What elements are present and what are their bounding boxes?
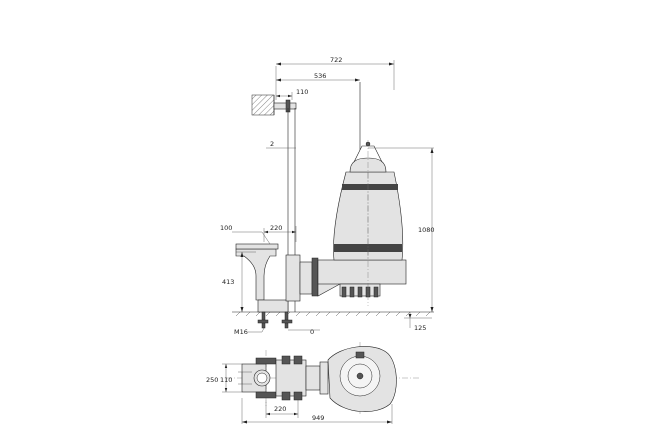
side-elevation-view (232, 82, 434, 329)
wall-hatch (251, 94, 275, 116)
dim-2: 2 (270, 140, 274, 148)
dim-220-side: 220 (270, 224, 282, 232)
plan-dimensions (222, 363, 393, 424)
dim-100: 100 (220, 224, 232, 232)
plan-view (226, 342, 420, 414)
dim-413: 413 (222, 278, 234, 286)
dim-536: 536 (314, 72, 326, 80)
base-plate (257, 299, 289, 313)
discharge-flange (235, 243, 279, 250)
side-dimensions (232, 60, 434, 333)
dim-1080: 1080 (418, 226, 435, 234)
dim-220-plan: 220 (274, 405, 286, 413)
dim-110-plan: 110 (220, 376, 232, 384)
plan-coupling (275, 359, 307, 397)
coupling-flange (285, 254, 301, 302)
upper-guide-bracket (273, 102, 297, 110)
dim-125: 125 (414, 324, 426, 332)
pump-housing (317, 259, 407, 285)
dim-m16: M16 (234, 328, 248, 336)
dim-949: 949 (312, 414, 324, 422)
dim-722: 722 (330, 56, 342, 64)
dim-250: 250 (206, 376, 218, 384)
dim-0: 0 (310, 328, 314, 336)
dim-110-top: 110 (296, 88, 308, 96)
motor-band-upper (342, 184, 398, 190)
